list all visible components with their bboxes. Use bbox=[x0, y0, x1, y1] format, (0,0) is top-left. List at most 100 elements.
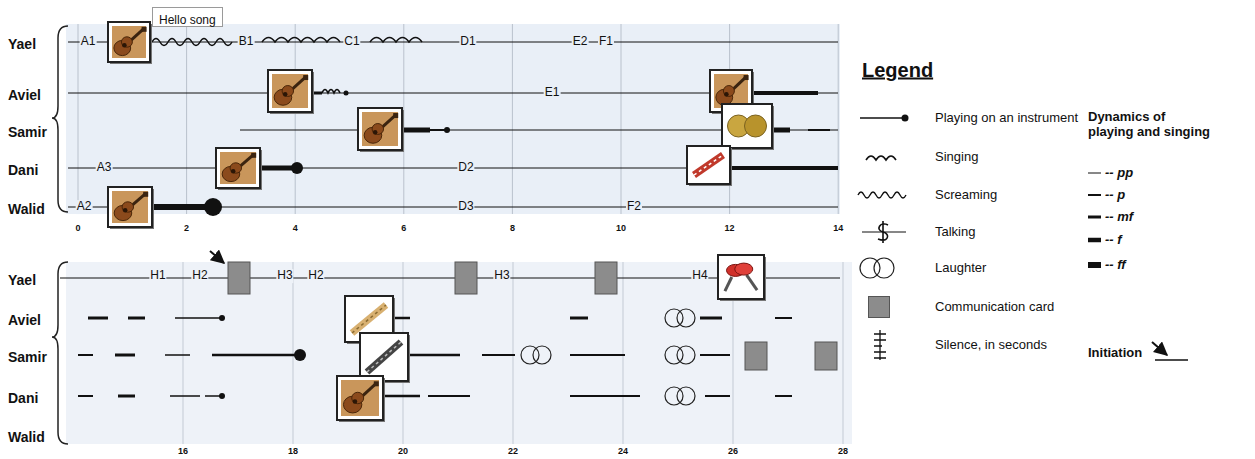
legend-subtitle: Dynamics of playing and singing bbox=[1088, 110, 1212, 140]
dynamics-segment bbox=[205, 317, 220, 319]
legend-entry: -- ff bbox=[1105, 258, 1126, 273]
instrument-bar bbox=[352, 305, 386, 333]
playing-dot bbox=[219, 393, 225, 399]
event-marker: C1 bbox=[343, 35, 360, 49]
singing-mark bbox=[370, 38, 422, 43]
legend-entry: Singing bbox=[935, 150, 978, 165]
maraca bbox=[735, 263, 753, 275]
event-marker: D1 bbox=[459, 35, 476, 49]
dynamics-segment bbox=[212, 354, 298, 357]
guitar-head bbox=[393, 113, 398, 118]
instrument-bar bbox=[367, 342, 401, 372]
dynamics-segment bbox=[410, 354, 460, 357]
laughter-mark bbox=[677, 346, 695, 364]
grid-line bbox=[512, 24, 513, 214]
legend-sample bbox=[1088, 238, 1101, 243]
instrument-icon bbox=[718, 255, 766, 301]
grid-line bbox=[621, 24, 622, 214]
guitar-hole bbox=[123, 208, 128, 213]
grid-line bbox=[293, 262, 294, 444]
playing-dot bbox=[902, 115, 909, 122]
legend-entry: Communication card bbox=[935, 300, 1054, 315]
event-marker: H3 bbox=[276, 269, 293, 283]
dynamics-segment bbox=[78, 354, 93, 356]
timeline bbox=[68, 207, 838, 208]
icon-frame bbox=[718, 255, 764, 299]
event-marker: D2 bbox=[457, 161, 474, 175]
instrument-icon bbox=[687, 146, 732, 186]
legend-sample bbox=[1088, 216, 1101, 219]
legend-title: Legend bbox=[862, 59, 933, 82]
participant-brace bbox=[52, 262, 68, 444]
legend-sample bbox=[878, 221, 888, 243]
communication-card bbox=[815, 342, 837, 370]
event-marker: E1 bbox=[544, 86, 561, 100]
dynamics-segment bbox=[482, 354, 515, 356]
dynamics-segment bbox=[775, 317, 792, 319]
communication-card bbox=[228, 262, 250, 294]
icon-frame bbox=[358, 108, 402, 150]
guitar-head bbox=[303, 75, 308, 80]
instrument-stripe bbox=[367, 342, 401, 372]
legend-sample bbox=[874, 258, 894, 278]
laughter-mark bbox=[533, 346, 551, 364]
axis-number: 4 bbox=[293, 223, 298, 233]
grid-line bbox=[838, 24, 839, 214]
icon-frame bbox=[687, 146, 730, 184]
axis-number: 14 bbox=[833, 223, 843, 233]
communication-card bbox=[745, 342, 767, 370]
participant-name: Samir bbox=[8, 349, 47, 365]
event-marker: F2 bbox=[626, 200, 642, 214]
instrument-icon bbox=[358, 108, 404, 152]
laughter-mark bbox=[677, 387, 695, 405]
instrument-icon bbox=[722, 104, 774, 150]
instrument-bar bbox=[694, 155, 723, 175]
icon-background bbox=[220, 152, 256, 184]
participant-name: Walid bbox=[8, 201, 45, 217]
legend-swatch bbox=[868, 296, 890, 318]
top-panel bbox=[66, 24, 840, 214]
axis-number: 24 bbox=[618, 446, 628, 456]
dynamics-segment bbox=[128, 317, 145, 320]
guitar-hole bbox=[724, 92, 729, 97]
grid-line bbox=[78, 24, 79, 214]
event-marker: B1 bbox=[238, 35, 255, 49]
legend-entry: Silence, in seconds bbox=[935, 338, 1047, 353]
legend-entry: -- pp bbox=[1105, 166, 1133, 181]
dynamics-segment bbox=[428, 395, 470, 397]
grid-line bbox=[295, 24, 296, 214]
dynamics-segment bbox=[752, 91, 818, 95]
singing-mark bbox=[322, 90, 340, 94]
grid-line bbox=[183, 262, 184, 444]
laughter-mark bbox=[677, 309, 695, 327]
dynamics-segment bbox=[78, 395, 93, 397]
axis-number: 22 bbox=[508, 446, 518, 456]
guitar-head bbox=[744, 75, 749, 80]
initiation-arrow bbox=[210, 251, 224, 263]
legend-sample bbox=[1155, 359, 1188, 361]
icon-shadow bbox=[110, 189, 154, 229]
icon-background bbox=[341, 380, 379, 416]
guitar-hole bbox=[231, 169, 236, 174]
instrument-icon bbox=[216, 148, 262, 190]
guitar-hole bbox=[373, 130, 378, 135]
dynamics-segment bbox=[385, 395, 420, 398]
dynamics-segment bbox=[115, 354, 135, 357]
legend-entry: -- mf bbox=[1105, 210, 1133, 225]
dynamics-segment bbox=[772, 128, 790, 133]
axis-number: 20 bbox=[398, 446, 408, 456]
communication-card bbox=[455, 262, 477, 294]
legend-sample bbox=[866, 156, 896, 160]
playing-dot bbox=[344, 91, 349, 96]
dynamics-segment bbox=[152, 204, 210, 210]
playing-dot bbox=[291, 162, 303, 174]
event-marker: F1 bbox=[598, 35, 614, 49]
event-marker: A1 bbox=[80, 35, 97, 49]
instrument-icon bbox=[337, 376, 385, 422]
participant-name: Aviel bbox=[8, 312, 41, 328]
icon-shadow bbox=[218, 150, 262, 190]
axis-number: 18 bbox=[288, 446, 298, 456]
dynamics-segment bbox=[730, 166, 838, 170]
legend-entry: Laughter bbox=[935, 261, 986, 276]
participant-name: Aviel bbox=[8, 87, 41, 103]
